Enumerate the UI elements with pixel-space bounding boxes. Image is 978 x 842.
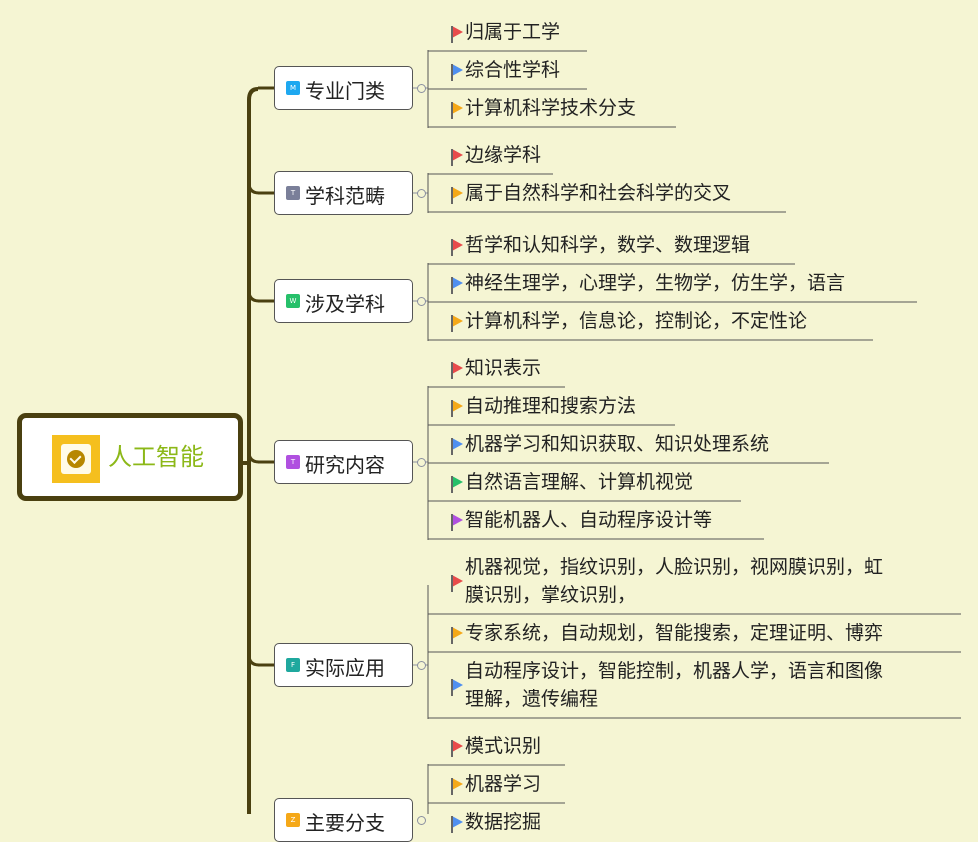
purple-flag-icon <box>451 514 463 531</box>
blue-flag-icon <box>451 679 463 696</box>
topic-3[interactable]: W 涉及学科 <box>274 279 413 323</box>
topic-label: 主要分支 <box>305 811 385 835</box>
topic-label: 专业门类 <box>305 79 385 103</box>
subtopic-label: 数据挖掘 <box>465 811 542 833</box>
subtopic-label: 哲学和认知科学，数学、数理逻辑 <box>465 234 751 256</box>
topic-marker-icon: W <box>286 294 300 308</box>
topic-4[interactable]: T 研究内容 <box>274 440 413 484</box>
subtopic-label: 智能机器人、自动程序设计等 <box>465 509 713 531</box>
subtopic-label: 自然语言理解、计算机视觉 <box>465 471 694 493</box>
topic-label: 涉及学科 <box>305 292 385 316</box>
topic-marker-icon: T <box>286 186 300 200</box>
green-flag-icon <box>451 476 463 493</box>
blue-flag-icon <box>451 438 463 455</box>
orange-flag-icon <box>451 315 463 332</box>
collapse-toggle-icon[interactable] <box>417 458 426 467</box>
red-flag-icon <box>451 149 463 166</box>
subtopic-label: 归属于工学 <box>465 21 561 43</box>
orange-flag-icon <box>451 187 463 204</box>
topic-label: 研究内容 <box>305 453 385 477</box>
root-topic-label: 人工智能 <box>108 443 204 471</box>
blue-flag-icon <box>451 277 463 294</box>
topic-1[interactable]: M 专业门类 <box>274 66 413 110</box>
topic-marker-icon: Z <box>286 813 300 827</box>
subtopic-label: 自动程序设计，智能控制，机器人学，语言和图像理解，遗传编程 <box>465 660 884 710</box>
subtopic-label: 机器学习 <box>465 773 542 795</box>
topic-5[interactable]: F 实际应用 <box>274 643 413 687</box>
subtopic-label: 属于自然科学和社会科学的交叉 <box>465 182 732 204</box>
root-topic[interactable]: 人工智能 <box>17 413 243 501</box>
connector-lines <box>238 50 961 814</box>
subtopic-label: 神经生理学，心理学，生物学，仿生学，语言 <box>465 272 846 294</box>
blue-flag-icon <box>451 816 463 833</box>
topic-marker-icon: F <box>286 658 300 672</box>
subtopic-label: 自动推理和搜索方法 <box>465 395 637 417</box>
collapse-toggle-icon[interactable] <box>417 297 426 306</box>
subtopic-label: 机器视觉，指纹识别，人脸识别，视网膜识别，虹膜识别，掌纹识别， <box>465 556 884 606</box>
red-flag-icon <box>451 740 463 757</box>
subtopic-label: 计算机科学技术分支 <box>465 97 637 119</box>
collapse-toggle-icon[interactable] <box>417 816 426 825</box>
orange-flag-icon <box>451 102 463 119</box>
task-check-icon <box>52 435 100 483</box>
subtopic-label: 综合性学科 <box>465 59 561 81</box>
red-flag-icon <box>451 362 463 379</box>
subtopic-label: 机器学习和知识获取、知识处理系统 <box>465 433 770 455</box>
orange-flag-icon <box>451 778 463 795</box>
topic-2[interactable]: T 学科范畴 <box>274 171 413 215</box>
red-flag-icon <box>451 26 463 43</box>
red-flag-icon <box>451 239 463 256</box>
collapse-toggle-icon[interactable] <box>417 661 426 670</box>
topic-label: 实际应用 <box>305 656 385 680</box>
orange-flag-icon <box>451 400 463 417</box>
subtopic-label: 模式识别 <box>465 735 542 757</box>
subtopic-label: 计算机科学，信息论，控制论，不定性论 <box>465 310 808 332</box>
subtopic-label: 专家系统，自动规划，智能搜索，定理证明、博弈 <box>465 622 884 644</box>
collapse-toggle-icon[interactable] <box>417 189 426 198</box>
topic-label: 学科范畴 <box>305 184 385 208</box>
subtopic-label: 边缘学科 <box>465 144 542 166</box>
subtopic-label: 知识表示 <box>465 357 542 379</box>
blue-flag-icon <box>451 64 463 81</box>
topic-marker-icon: M <box>286 81 300 95</box>
topic-marker-icon: T <box>286 455 300 469</box>
collapse-toggle-icon[interactable] <box>417 84 426 93</box>
red-flag-icon <box>451 575 463 592</box>
orange-flag-icon <box>451 627 463 644</box>
topic-6[interactable]: Z 主要分支 <box>274 798 413 842</box>
